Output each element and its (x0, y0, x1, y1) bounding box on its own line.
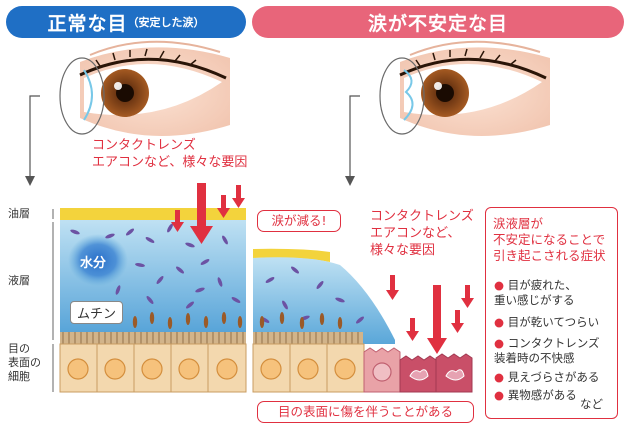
symptom-item: ● 見えづらさがある (494, 370, 600, 384)
left-eye-illustration (25, 40, 230, 186)
right-tear-film (253, 248, 395, 344)
header-normal-title: 正常な目 (47, 12, 128, 35)
tears-reduced-label: 涙が減る! (257, 210, 341, 232)
cause-text-right: コンタクトレンズ エアコンなど、 様々な要因 (370, 209, 474, 258)
symptom-item: ● コンタクトレンズ 装着時の不快感 (494, 336, 600, 365)
symptom-item: ● 目が乾いてつらい (494, 315, 600, 329)
label-liquid-layer: 液層 (8, 274, 30, 287)
header-unstable-eye: 涙が不安定な目 (252, 6, 624, 38)
symptom-item: ● 目が疲れた、 重い感じがする (494, 278, 577, 307)
water-label: 水分 (80, 256, 107, 271)
symptom-box: 涙液層が 不安定になることで 引き起こされる症状 ● 目が疲れた、 重い感じがす… (485, 207, 618, 419)
left-tear-film (60, 208, 246, 344)
left-cells (59, 343, 247, 393)
mucin-label: ムチン (70, 301, 124, 324)
symptom-etc: など (580, 397, 603, 411)
cause-text-left: コンタクトレンズ エアコンなど、様々な要因 (92, 138, 248, 170)
right-eye-illustration (345, 40, 550, 186)
left-cause-arrows (171, 183, 245, 244)
right-cells (252, 343, 473, 393)
symptom-box-title: 涙液層が 不安定になることで 引き起こされる症状 (493, 216, 606, 263)
header-unstable-title: 涙が不安定な目 (367, 12, 508, 35)
header-normal-eye: 正常な目 （安定した涙） (6, 6, 246, 38)
surface-damage-label: 目の表面に傷を伴うことがある (257, 401, 474, 423)
label-oil-layer: 油層 (8, 207, 30, 220)
header-normal-subtitle: （安定した涙） (127, 16, 205, 29)
symptom-item: ● 異物感がある (494, 388, 577, 402)
right-cause-arrows (386, 275, 474, 354)
label-cell-layer: 目の 表面の 細胞 (8, 342, 41, 383)
